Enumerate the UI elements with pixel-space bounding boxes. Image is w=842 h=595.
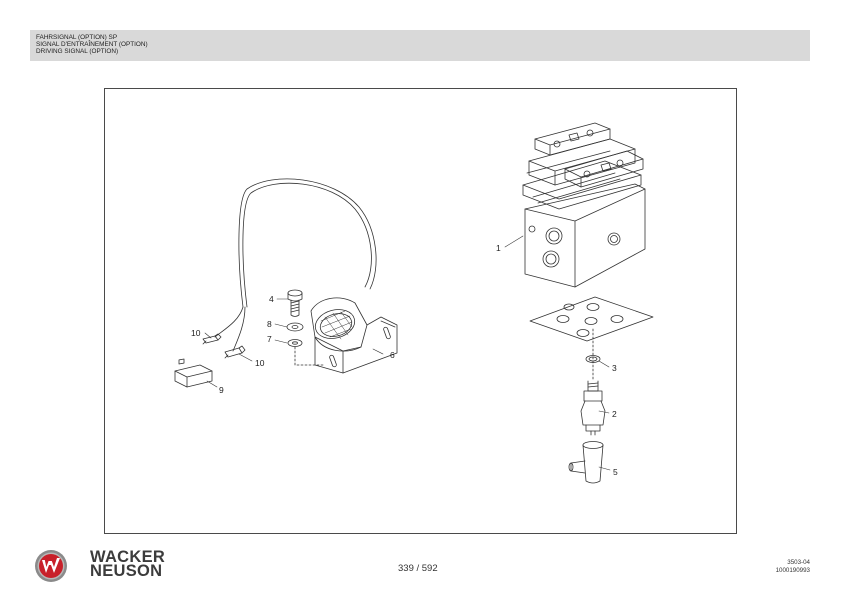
connector-left bbox=[202, 333, 222, 345]
doc-code: 3503-04 bbox=[787, 559, 810, 566]
cable bbox=[214, 178, 377, 352]
callout-5: 5 bbox=[613, 467, 618, 477]
brand-wordmark: WACKER NEUSON bbox=[90, 548, 166, 580]
callout-1: 1 bbox=[496, 243, 501, 253]
leader-lines bbox=[204, 235, 611, 471]
brand-line-wacker: WACKER bbox=[90, 548, 166, 566]
bolt bbox=[287, 289, 303, 317]
parts-drawing: 1 2 3 4 5 6 7 8 9 10 10 bbox=[174, 122, 654, 484]
brand-line-neuson: NEUSON bbox=[90, 561, 163, 580]
header-title-en: DRIVING SIGNAL (OPTION) bbox=[36, 48, 119, 55]
header-title-de: FAHRSIGNAL (OPTION) SP bbox=[36, 34, 118, 41]
assembly-line-bolt bbox=[294, 346, 324, 366]
callout-9: 9 bbox=[219, 385, 224, 395]
pressure-switch bbox=[580, 380, 606, 436]
buzzer bbox=[310, 297, 398, 374]
rubber-boot bbox=[568, 441, 604, 484]
wacker-neuson-logo-icon bbox=[35, 550, 67, 582]
connector-housing bbox=[174, 358, 213, 388]
o-ring bbox=[585, 355, 601, 363]
callout-6: 6 bbox=[390, 350, 395, 360]
callout-8: 8 bbox=[267, 319, 272, 329]
page-number: 339 / 592 bbox=[398, 563, 438, 574]
callout-3: 3 bbox=[612, 363, 617, 373]
gasket bbox=[529, 296, 654, 342]
washer-7 bbox=[287, 339, 303, 347]
callout-10-left: 10 bbox=[191, 328, 201, 338]
callout-7: 7 bbox=[267, 334, 272, 344]
connector-right bbox=[224, 345, 246, 359]
valve-block bbox=[522, 122, 646, 288]
header-title-fr: SIGNAL D'ENTRAÎNEMENT (OPTION) bbox=[36, 41, 148, 48]
callout-4: 4 bbox=[269, 294, 274, 304]
exploded-view-diagram: 1 2 3 4 5 6 7 8 9 10 10 bbox=[104, 88, 737, 534]
document-reference: 3503-04 1000190993 bbox=[776, 559, 810, 574]
doc-number: 1000190993 bbox=[775, 566, 810, 574]
callout-2: 2 bbox=[612, 409, 617, 419]
callout-10-right: 10 bbox=[255, 358, 265, 368]
washer-8 bbox=[286, 322, 304, 332]
page-header: FAHRSIGNAL (OPTION) SP SIGNAL D'ENTRAÎNE… bbox=[30, 30, 810, 61]
